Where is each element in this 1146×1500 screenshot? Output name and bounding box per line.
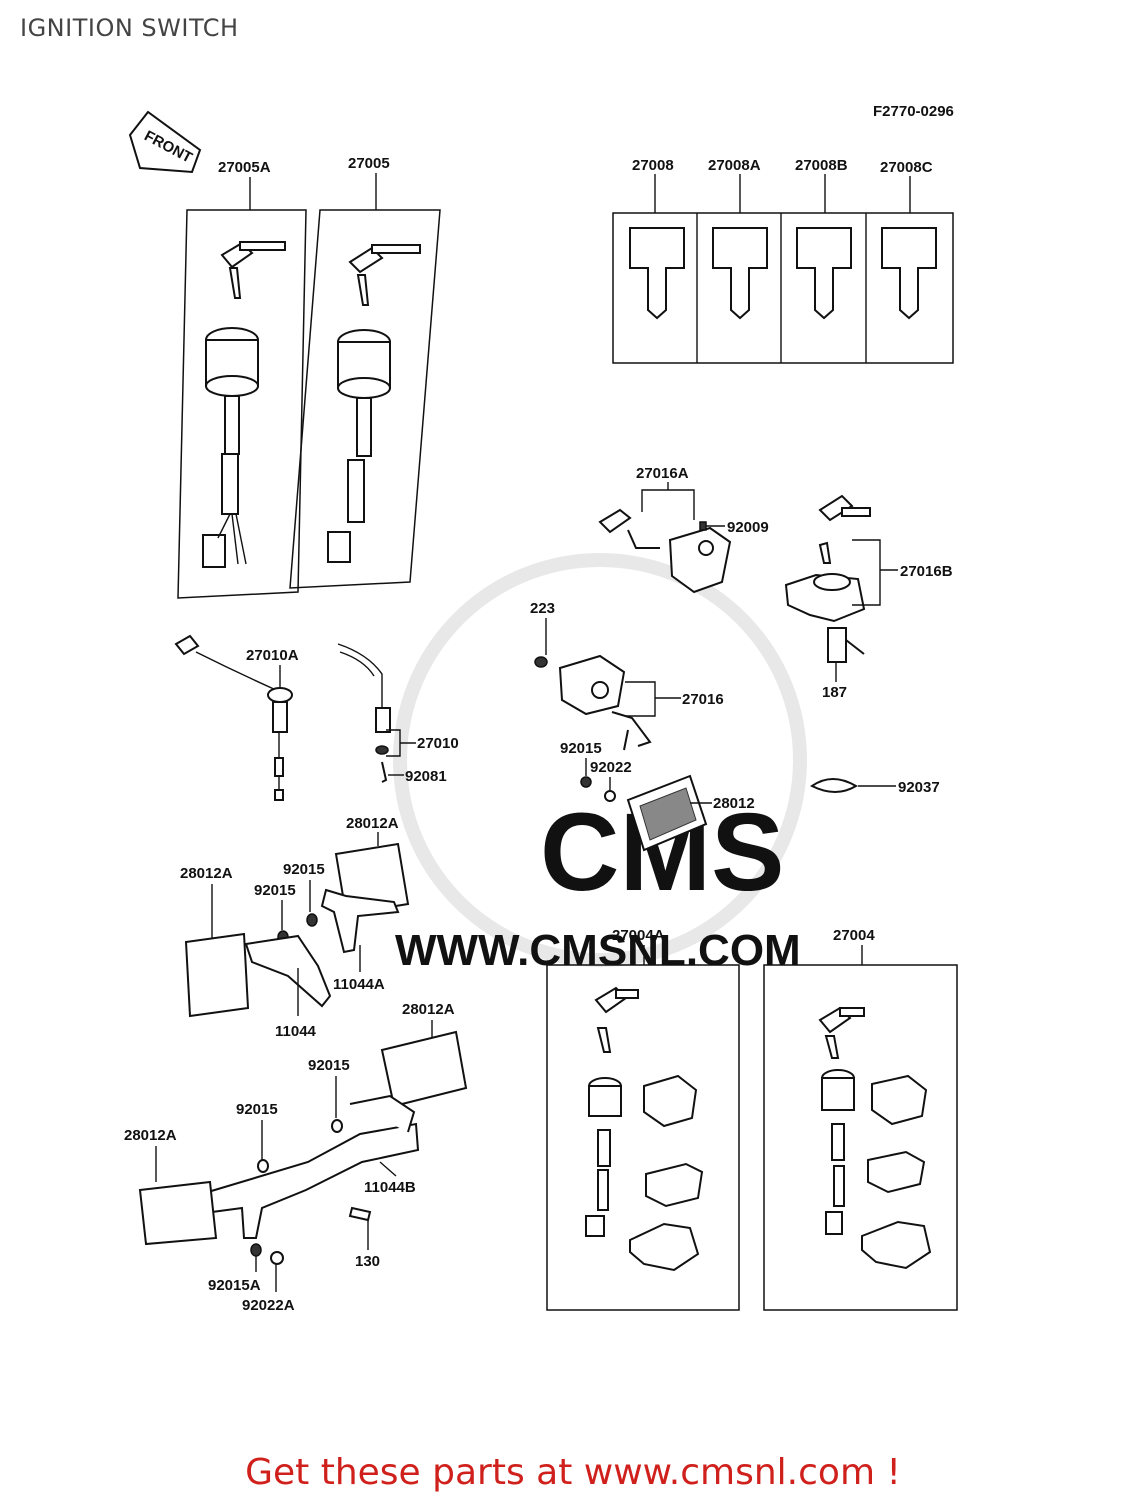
label-28012A-a: 28012A <box>346 815 399 832</box>
label-92015-e: 92015 <box>236 1101 278 1118</box>
label-27004: 27004 <box>833 927 875 944</box>
bracket-11044B-group: 28012A 92015 92015 28012A 11044B 130 920… <box>124 1001 468 1314</box>
label-28012A-b: 28012A <box>180 865 233 882</box>
key-blank-icon <box>881 227 937 320</box>
lock-set-27016B: 27016B 187 <box>784 494 953 701</box>
front-arrow-icon: FRONT <box>128 110 202 174</box>
diagram-code: F2770-0296 <box>873 103 954 120</box>
key-blank-icon <box>629 227 685 320</box>
label-11044A: 11044A <box>333 976 385 993</box>
label-92015-c: 92015 <box>254 882 296 899</box>
get-parts-link[interactable]: Get these parts at www.cmsnl.com ! <box>245 1452 901 1493</box>
key-set-icon <box>220 241 286 299</box>
key-blank-icon <box>796 227 852 320</box>
label-11044: 11044 <box>275 1023 317 1040</box>
label-187: 187 <box>822 684 847 701</box>
page-title: IGNITION SWITCH <box>20 14 239 42</box>
label-92037: 92037 <box>898 779 940 796</box>
label-27005A: 27005A <box>218 159 271 176</box>
switch-assembly-27005: 27005 <box>289 155 441 589</box>
label-27008A: 27008A <box>708 157 761 174</box>
label-27010: 27010 <box>417 735 459 752</box>
label-27008B: 27008B <box>795 157 848 174</box>
label-92015-b: 92015 <box>283 861 325 878</box>
cable-27010: 27010 92081 <box>337 643 459 785</box>
label-28012A-d: 28012A <box>124 1127 177 1144</box>
switch-set-27004: 27004 <box>763 927 958 1311</box>
label-223: 223 <box>530 600 555 617</box>
key-blanks-27008: 27008 27008A 27008B 27008C <box>612 157 954 364</box>
label-92081: 92081 <box>405 768 447 785</box>
bracket-11044A-group: 28012A 92015 11044A <box>283 815 410 993</box>
label-92009: 92009 <box>727 519 769 536</box>
label-92022A: 92022A <box>242 1297 295 1314</box>
ignition-switch-icon <box>202 327 259 568</box>
clip-92037: 92037 <box>810 778 940 796</box>
label-27010A: 27010A <box>246 647 299 664</box>
bracket-11044-group: 28012A 92015 11044 <box>180 865 332 1040</box>
label-130: 130 <box>355 1253 380 1270</box>
label-27016B: 27016B <box>900 563 953 580</box>
lock-27016: 223 27016 92015 92022 <box>530 600 724 802</box>
label-11044B: 11044B <box>364 1179 416 1196</box>
watermark-url-text: WWW.CMSNL.COM <box>395 926 801 975</box>
label-92015-a: 92015 <box>560 740 602 757</box>
switch-assembly-27005A: 27005A <box>177 159 307 599</box>
label-27004A: 27004A <box>612 927 665 944</box>
ignition-switch-icon <box>327 329 391 563</box>
label-28012A-c: 28012A <box>402 1001 455 1018</box>
key-blank-icon <box>712 227 768 320</box>
switch-set-27004A: 27004A <box>546 927 740 1311</box>
label-27016A: 27016A <box>636 465 689 482</box>
label-92015A: 92015A <box>208 1277 261 1294</box>
label-27008: 27008 <box>632 157 674 174</box>
label-92022-a: 92022 <box>590 759 632 776</box>
label-27016: 27016 <box>682 691 724 708</box>
label-92015-d: 92015 <box>308 1057 350 1074</box>
label-27005: 27005 <box>348 155 390 172</box>
label-28012: 28012 <box>713 795 755 812</box>
cable-27010A: 27010A <box>174 634 299 801</box>
key-set-icon <box>348 244 421 306</box>
lock-set-27016A: 27016A 92009 <box>598 465 769 594</box>
reflector-28012: 28012 <box>626 774 755 852</box>
label-27008C: 27008C <box>880 159 933 176</box>
